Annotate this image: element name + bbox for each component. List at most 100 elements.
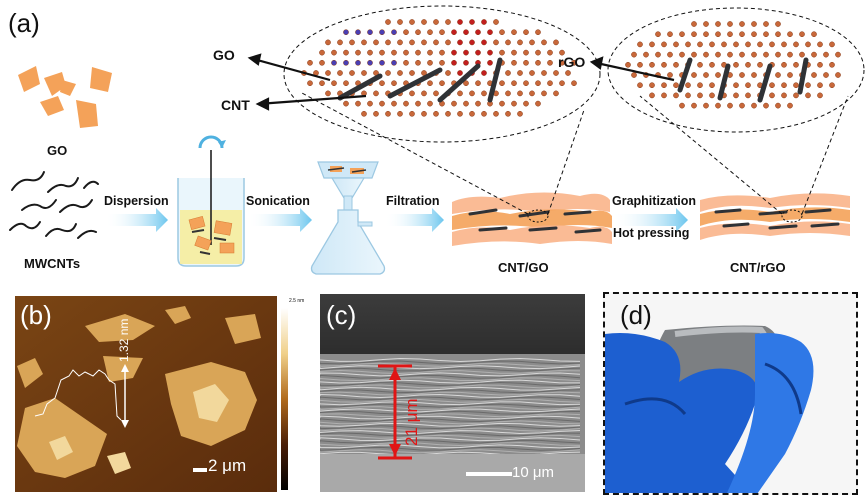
atom	[373, 90, 379, 97]
atom	[745, 82, 751, 89]
step-dispersion: Dispersion	[104, 194, 169, 208]
atom	[469, 19, 475, 25]
atom	[463, 80, 469, 87]
atom	[643, 51, 649, 58]
atom	[541, 70, 547, 76]
atom	[805, 41, 811, 48]
atom	[475, 100, 481, 107]
atom	[337, 39, 343, 46]
sem-layer-line	[320, 394, 581, 398]
atom	[469, 90, 475, 97]
atom	[385, 19, 391, 25]
sem-layer-line	[320, 413, 581, 418]
atom	[523, 100, 529, 107]
sem-layer-line	[320, 422, 581, 427]
atom	[703, 72, 709, 78]
sem-layer-line	[320, 437, 581, 442]
atom	[307, 80, 313, 87]
atom	[493, 110, 499, 117]
sem-layer-line	[320, 369, 581, 374]
atom	[667, 51, 673, 58]
atom	[385, 70, 391, 76]
sem-layer-line	[320, 377, 581, 382]
atom	[385, 110, 391, 117]
atom	[397, 19, 403, 25]
atom	[439, 80, 445, 87]
atom	[445, 39, 451, 46]
atom	[475, 80, 481, 87]
sem-layer-line	[320, 391, 581, 396]
panel-a-label: (a)	[8, 8, 40, 38]
zoom-label-rgo: rGO	[558, 54, 586, 70]
atom	[469, 110, 475, 117]
atom	[439, 59, 445, 66]
atom	[481, 39, 487, 46]
sem-layer-line	[320, 449, 581, 454]
atom	[499, 100, 505, 107]
panel-a-schematic	[9, 5, 865, 275]
atom	[325, 90, 331, 97]
atom	[409, 90, 415, 97]
atom	[457, 70, 463, 76]
atom	[751, 21, 757, 27]
atom	[427, 59, 433, 66]
atom	[667, 31, 673, 38]
sem-layer-line	[320, 406, 581, 410]
atom	[751, 31, 757, 38]
atom	[403, 100, 409, 107]
sem-layer-line	[320, 427, 581, 432]
atom	[757, 41, 763, 48]
sem-layer-line	[320, 415, 581, 420]
zoom-ellipse-cnt-go	[283, 5, 601, 143]
atom	[817, 61, 823, 68]
atom	[715, 51, 721, 58]
atom	[511, 59, 517, 66]
sem-layer-line	[320, 384, 581, 389]
sem-layer-line	[320, 446, 581, 451]
atom	[571, 59, 577, 66]
sem-thickness-annotation: 21 μm	[402, 398, 421, 446]
atom	[829, 82, 835, 89]
sem-layer-line	[320, 379, 581, 384]
atom	[421, 90, 427, 97]
atom	[307, 59, 313, 66]
atom	[703, 31, 709, 38]
atom	[511, 80, 517, 87]
atom	[805, 82, 811, 89]
atom	[337, 70, 343, 76]
atom	[511, 100, 517, 107]
atom	[367, 49, 373, 56]
atom	[745, 92, 751, 99]
atom	[763, 102, 769, 109]
atom	[343, 29, 349, 36]
atom	[391, 59, 397, 66]
atom	[571, 80, 577, 87]
atom	[793, 82, 799, 89]
atom	[427, 80, 433, 87]
atom	[787, 102, 793, 109]
atom	[547, 59, 553, 66]
material-mwcnts-label: MWCNTs	[24, 256, 81, 271]
atom	[661, 41, 667, 48]
atom	[505, 110, 511, 117]
atom	[817, 92, 823, 99]
atom	[535, 80, 541, 87]
atom	[403, 49, 409, 56]
atom	[655, 51, 661, 58]
atom	[505, 39, 511, 46]
atom	[679, 51, 685, 58]
atom	[481, 70, 487, 76]
atom	[727, 51, 733, 58]
atom	[817, 82, 823, 89]
atom	[325, 70, 331, 76]
cnt-rod	[677, 57, 693, 93]
atom	[709, 41, 715, 48]
atom	[655, 31, 661, 38]
atom	[451, 49, 457, 56]
atom	[523, 80, 529, 87]
atom	[427, 29, 433, 36]
atom	[811, 51, 817, 58]
atom	[379, 100, 385, 107]
atom	[343, 80, 349, 87]
atom	[421, 39, 427, 46]
